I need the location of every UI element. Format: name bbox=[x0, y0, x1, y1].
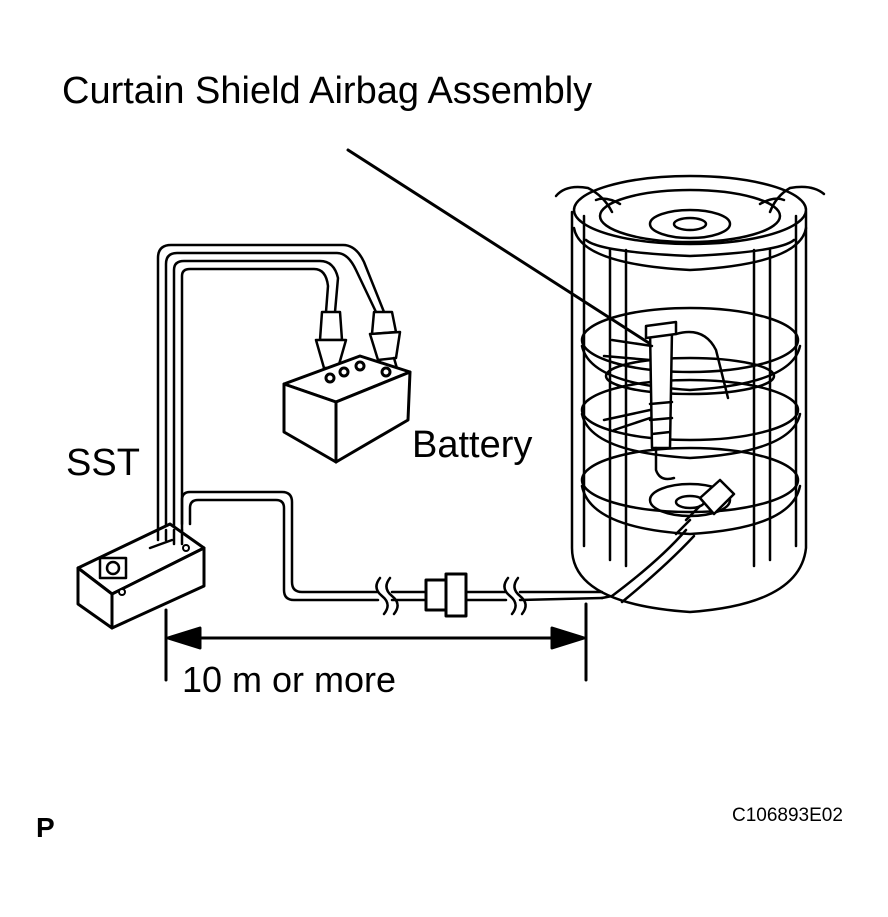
distance-dimension bbox=[164, 602, 588, 682]
panel-marker: P bbox=[36, 812, 55, 843]
leader-line bbox=[346, 148, 654, 347]
sst-airbag-wire bbox=[180, 490, 604, 602]
sst-tool-box-icon bbox=[76, 522, 206, 630]
figure-code: C106893E02 bbox=[732, 805, 843, 826]
distance-label: 10 m or more bbox=[182, 659, 397, 700]
sst-wire-entry bbox=[156, 528, 184, 546]
wire-break-marks bbox=[375, 576, 527, 616]
assembly-label: Curtain Shield Airbag Assembly bbox=[62, 70, 593, 112]
battery-clip-right bbox=[368, 310, 402, 376]
sst-battery-wires bbox=[156, 243, 386, 532]
airbag-disposal-cage-icon bbox=[554, 174, 826, 614]
battery-icon bbox=[282, 354, 412, 464]
battery-label: Battery bbox=[412, 424, 533, 466]
wire-connector-icon bbox=[424, 572, 468, 618]
sst-label: SST bbox=[66, 442, 140, 484]
